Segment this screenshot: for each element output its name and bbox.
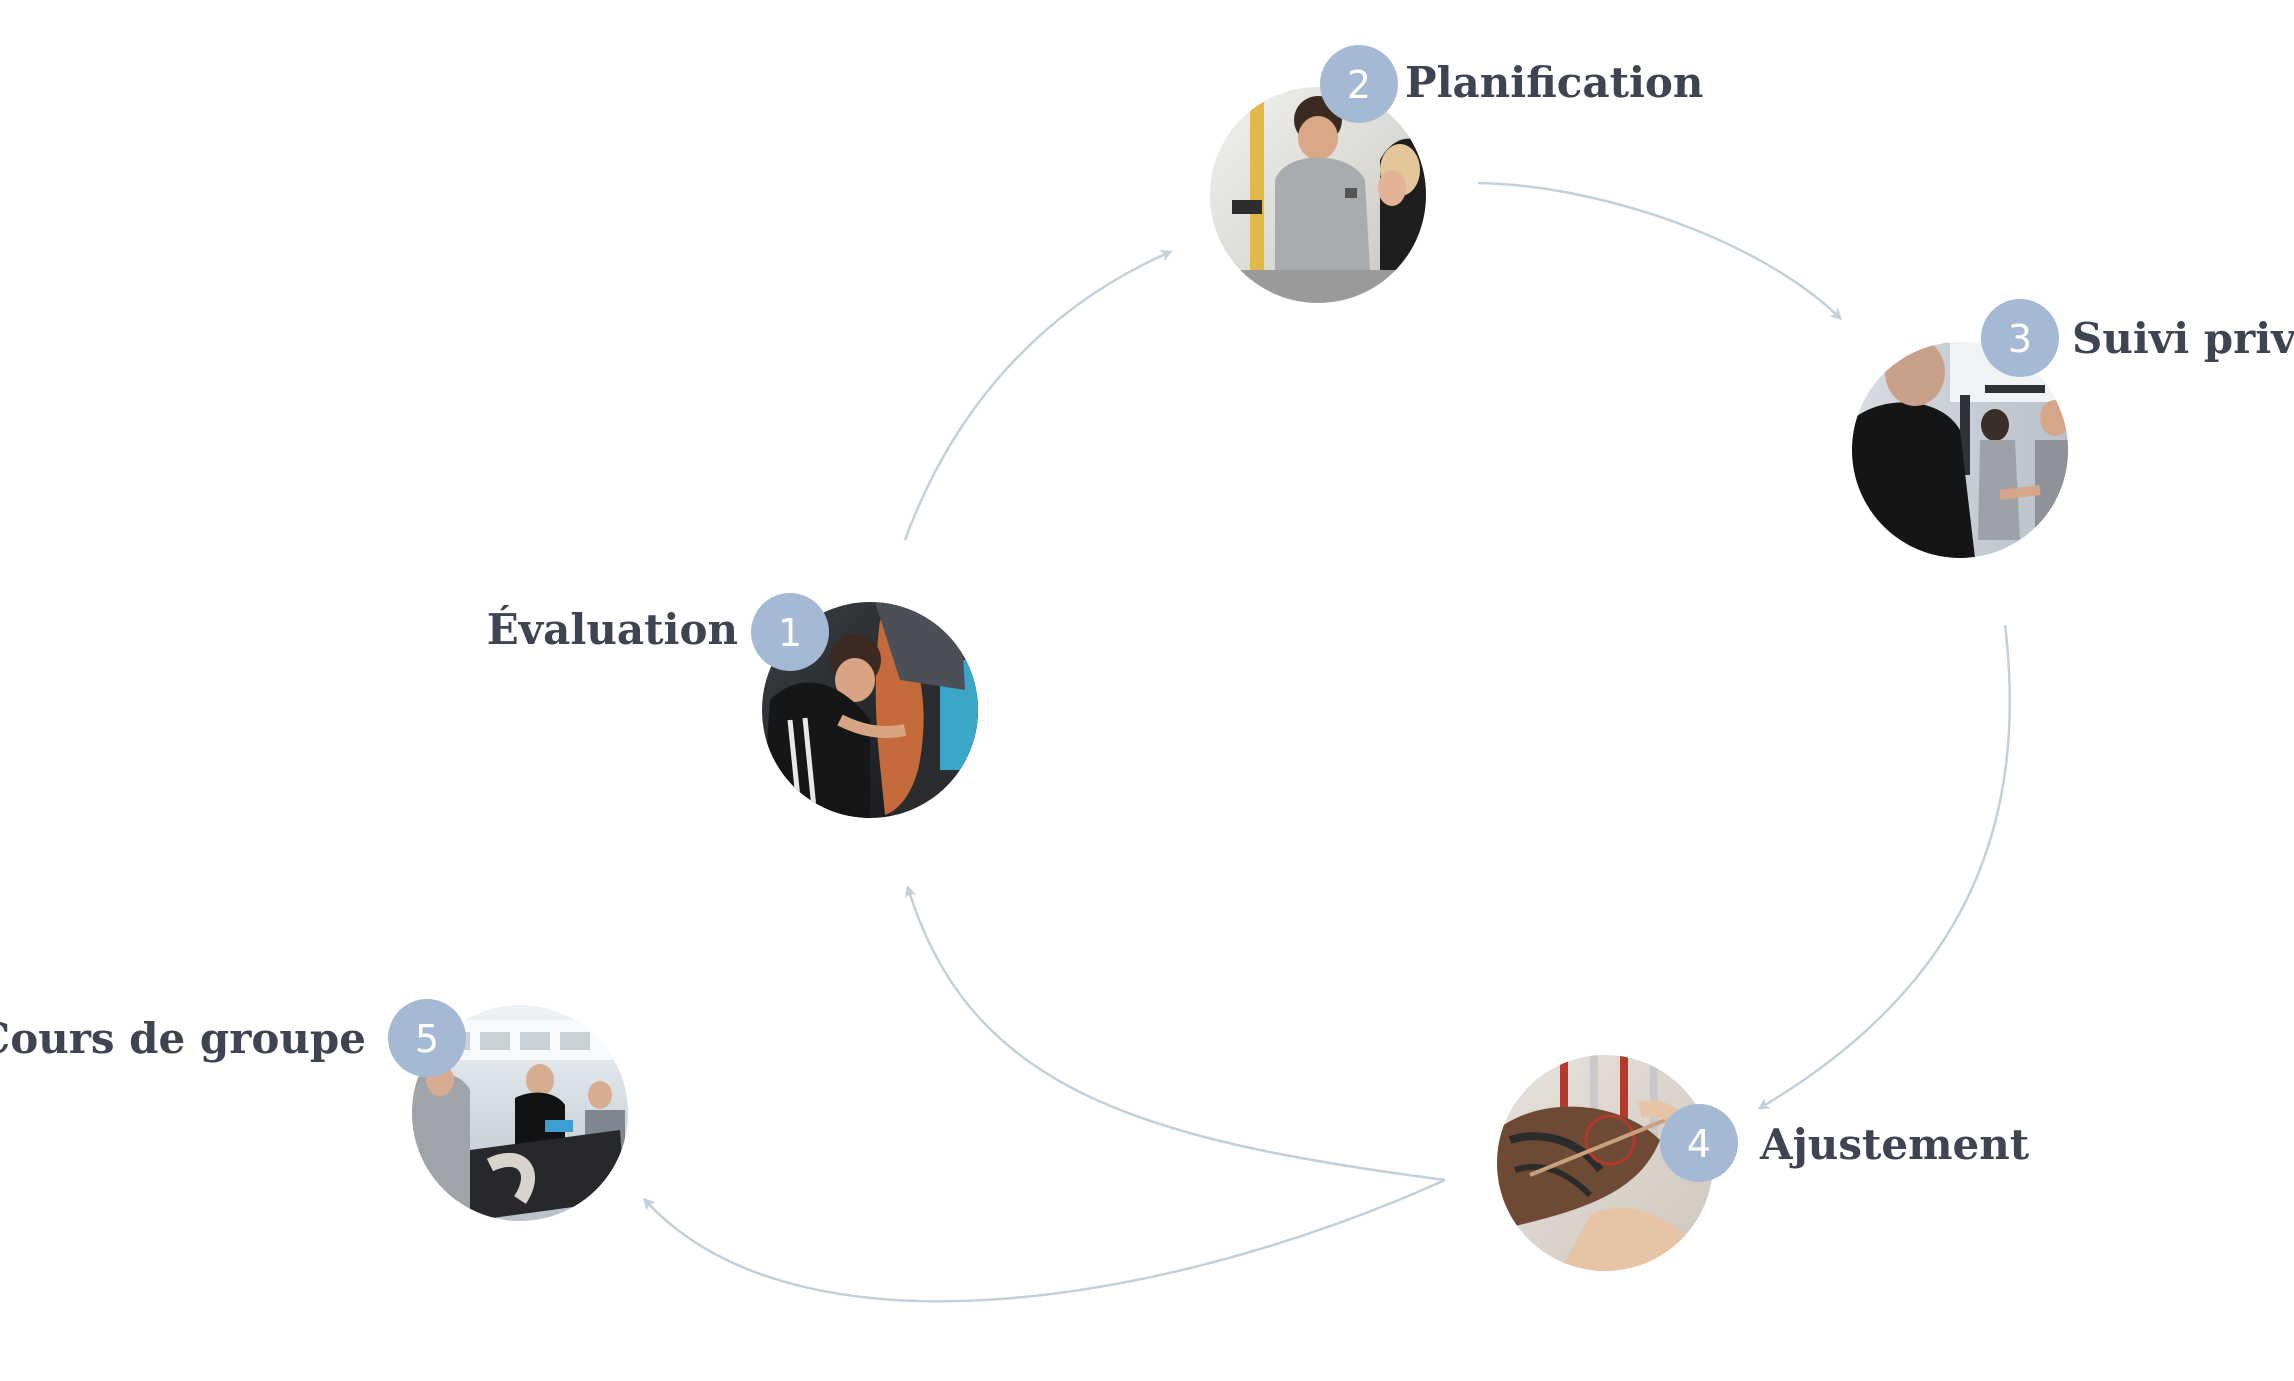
step-3-photo [1852, 342, 2068, 558]
step-4-label: Ajustement [1760, 1120, 2030, 1169]
step-3-badge: 3 [1981, 299, 2059, 377]
step-4-badge: 4 [1660, 1104, 1738, 1182]
step-badges: 1 2 3 4 5 [388, 45, 2059, 1182]
step-4-number: 4 [1687, 1122, 1711, 1166]
step-5-label: Cours de groupe [0, 1014, 366, 1063]
arrow-3-to-4 [1757, 624, 2012, 1110]
step-2-number: 2 [1347, 63, 1371, 107]
step-2-photo [1210, 87, 1426, 303]
step-1-number: 1 [778, 611, 802, 655]
arrow-4-to-1 [904, 885, 1446, 1182]
step-1-badge: 1 [751, 593, 829, 671]
arrow-2-to-3 [1477, 181, 1843, 321]
step-3-number: 3 [2008, 317, 2032, 361]
step-1-label: Évaluation [486, 605, 738, 654]
step-5-badge: 5 [388, 999, 466, 1077]
step-3-label: Suivi privé [2072, 314, 2294, 363]
step-2-label: Planification [1405, 58, 1704, 107]
arrow-1-to-2 [903, 250, 1173, 541]
arrow-4-to-5 [642, 1178, 1446, 1303]
step-5-number: 5 [415, 1017, 439, 1061]
step-2-badge: 2 [1320, 45, 1398, 123]
step-5-photo [412, 1005, 628, 1221]
connector-arrows [642, 181, 2012, 1303]
